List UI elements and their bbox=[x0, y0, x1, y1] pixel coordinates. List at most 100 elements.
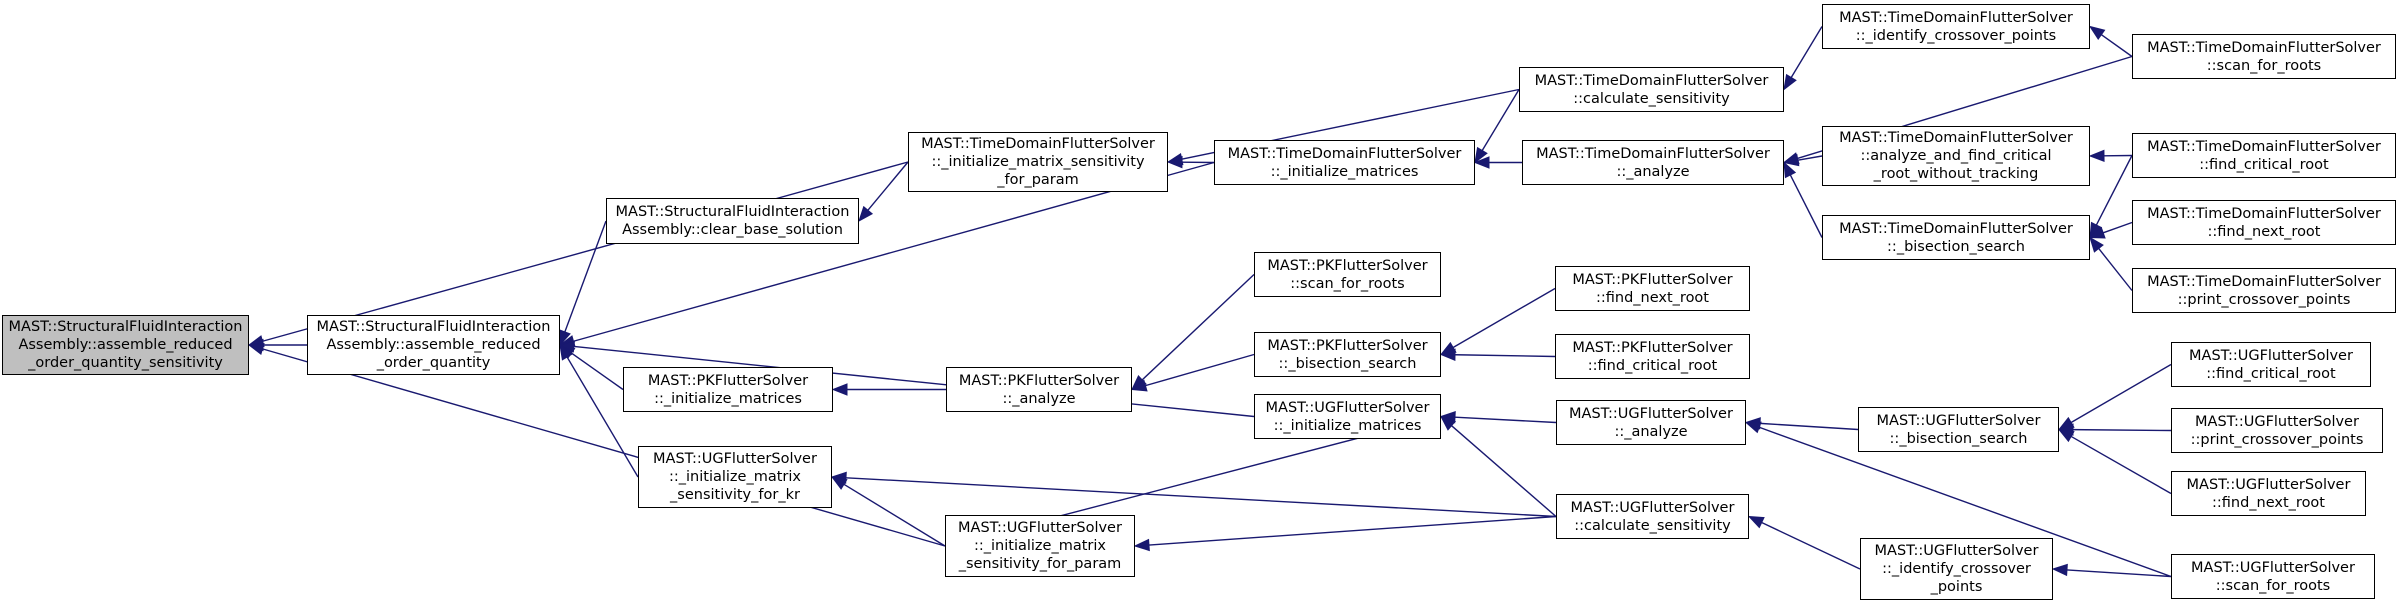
node-line: MAST::UGFlutterSolver bbox=[2195, 413, 2359, 430]
node-ug-scan-for-roots[interactable]: MAST::UGFlutterSolver ::scan_for_roots bbox=[2171, 554, 2375, 599]
node-pk-bisection-search[interactable]: MAST::PKFlutterSolver ::_bisection_searc… bbox=[1254, 332, 1441, 377]
node-line: _sensitivity_for_param bbox=[958, 556, 1122, 572]
node-line: MAST::PKFlutterSolver bbox=[958, 372, 1120, 389]
node-time-domain-initialize-matrix-sensitivity-for-param[interactable]: MAST::TimeDomainFlutterSolver ::_initial… bbox=[908, 132, 1168, 192]
node-pk-initialize-matrices[interactable]: MAST::PKFlutterSolver ::_initialize_matr… bbox=[623, 367, 833, 412]
node-line: MAST::TimeDomainFlutterSolver bbox=[2147, 39, 2381, 56]
arrowhead-ug_fnr-to-ug_bs bbox=[2057, 428, 2075, 443]
arrowhead-ug_im-to-sfi_arq bbox=[558, 340, 576, 353]
node-time-domain-analyze[interactable]: MAST::TimeDomainFlutterSolver ::_analyze bbox=[1522, 140, 1784, 185]
edge-ug_icp-to-ug_cs bbox=[1761, 521, 1861, 570]
edge-ug_im-to-sfi_arq bbox=[573, 345, 1255, 418]
node-time-domain-identify-crossover-points[interactable]: MAST::TimeDomainFlutterSolver ::_identif… bbox=[1822, 4, 2090, 49]
node-ug-calculate-sensitivity[interactable]: MAST::UGFlutterSolver ::calculate_sensit… bbox=[1556, 494, 1749, 539]
node-structural-fluid-clear-base-solution[interactable]: MAST::StructuralFluidInteraction Assembl… bbox=[606, 198, 859, 244]
node-pk-find-next-root[interactable]: MAST::PKFlutterSolver ::find_next_root bbox=[1555, 266, 1750, 311]
edge-td_fcr-to-td_bs bbox=[2095, 155, 2133, 226]
node-ug-identify-crossover-points[interactable]: MAST::UGFlutterSolver ::_identify_crosso… bbox=[1860, 538, 2053, 600]
edge-td_ims-to-sfi_cbs bbox=[867, 161, 909, 211]
node-line: ::_initialize_matrix bbox=[974, 538, 1106, 554]
node-line: ::print_crossover_points bbox=[2190, 431, 2364, 448]
arrowhead-td_an-to-td_im bbox=[1473, 156, 1490, 169]
arrowhead-td_bs-to-td_an bbox=[1783, 161, 1797, 179]
node-line: MAST::PKFlutterSolver bbox=[1267, 257, 1428, 274]
node-line: Assembly::assemble_reduced bbox=[326, 337, 541, 353]
node-time-domain-print-crossover-points[interactable]: MAST::TimeDomainFlutterSolver ::print_cr… bbox=[2132, 268, 2396, 313]
edge-td_fnr-to-td_bs bbox=[2102, 221, 2133, 234]
arrowhead-ug_sfr-to-ug_icp bbox=[2051, 563, 2068, 577]
edge-ug_imsp-to-root bbox=[262, 348, 946, 547]
arrowhead-ug_cs-to-ug_imsp bbox=[1133, 538, 1150, 552]
node-line: ::_analyze bbox=[1616, 163, 1690, 180]
node-line: MAST::UGFlutterSolver bbox=[653, 451, 817, 467]
edge-sfi_cbs-to-sfi_arq bbox=[564, 220, 607, 333]
node-line: ::scan_for_roots bbox=[2215, 577, 2331, 594]
node-line: ::calculate_sensitivity bbox=[1574, 517, 1731, 534]
node-line: ::_identify_crossover_points bbox=[1855, 27, 2057, 44]
node-time-domain-bisection-search[interactable]: MAST::TimeDomainFlutterSolver ::_bisecti… bbox=[1822, 215, 2090, 260]
node-line: ::scan_for_roots bbox=[1290, 275, 1405, 292]
node-line: ::_bisection_search bbox=[1887, 238, 2025, 255]
arrowhead-ug_imsp-to-ug_imskr bbox=[830, 476, 848, 490]
arrowhead-td_pcp-to-td_bs bbox=[2089, 236, 2104, 253]
edge-td_im-to-sfi_arq bbox=[573, 161, 1215, 342]
node-line: ::analyze_and_find_critical bbox=[1860, 148, 2052, 164]
node-line: ::find_critical_root bbox=[1587, 357, 1718, 374]
node-line: MAST::PKFlutterSolver bbox=[1572, 339, 1733, 356]
node-structural-fluid-assemble-reduced-order-quantity[interactable]: MAST::StructuralFluidInteraction Assembl… bbox=[307, 315, 560, 375]
node-line: ::find_critical_root bbox=[2206, 365, 2336, 382]
edge-td_cs-to-td_im bbox=[1481, 89, 1520, 151]
node-line: ::print_crossover_points bbox=[2177, 291, 2351, 308]
edge-ug_sfr-to-ug_an bbox=[1758, 426, 2172, 578]
node-line: ::_bisection_search bbox=[1278, 355, 1417, 372]
node-line: ::_bisection_search bbox=[1889, 430, 2028, 447]
node-pk-analyze[interactable]: MAST::PKFlutterSolver ::_analyze bbox=[946, 367, 1132, 412]
edge-ug_fcr-to-ug_bs bbox=[2070, 363, 2172, 424]
edge-ug_cs-to-ug_imsp bbox=[1148, 515, 1557, 546]
edge-ug_fnr-to-ug_bs bbox=[2070, 435, 2172, 495]
node-time-domain-find-critical-root[interactable]: MAST::TimeDomainFlutterSolver ::find_cri… bbox=[2132, 133, 2396, 178]
node-line: ::_identify_crossover bbox=[1882, 561, 2031, 577]
node-ug-initialize-matrix-sensitivity-for-param[interactable]: MAST::UGFlutterSolver ::_initialize_matr… bbox=[945, 515, 1135, 577]
node-line: _for_param bbox=[997, 172, 1079, 188]
node-ug-initialize-matrices[interactable]: MAST::UGFlutterSolver ::_initialize_matr… bbox=[1254, 394, 1441, 439]
edge-td_pcp-to-td_bs bbox=[2098, 248, 2133, 291]
arrowhead-td_afcr-to-td_an bbox=[1782, 153, 1800, 167]
node-line: MAST::UGFlutterSolver bbox=[1265, 399, 1430, 416]
node-line: ::_initialize_matrix bbox=[669, 469, 801, 485]
node-line: MAST::TimeDomainFlutterSolver bbox=[1839, 130, 2073, 146]
arrowhead-td_im-to-td_ims bbox=[1166, 155, 1183, 169]
arrowhead-ug_icp-to-ug_cs bbox=[1747, 515, 1765, 529]
node-time-domain-scan-for-roots[interactable]: MAST::TimeDomainFlutterSolver ::scan_for… bbox=[2132, 34, 2396, 79]
node-line: ::calculate_sensitivity bbox=[1573, 90, 1730, 107]
node-time-domain-find-next-root[interactable]: MAST::TimeDomainFlutterSolver ::find_nex… bbox=[2132, 200, 2396, 245]
node-time-domain-calculate-sensitivity[interactable]: MAST::TimeDomainFlutterSolver ::calculat… bbox=[1519, 67, 1784, 112]
node-line: MAST::TimeDomainFlutterSolver bbox=[1839, 220, 2073, 237]
node-ug-initialize-matrix-sensitivity-for-kr[interactable]: MAST::UGFlutterSolver ::_initialize_matr… bbox=[638, 446, 832, 508]
node-pk-scan-for-roots[interactable]: MAST::PKFlutterSolver ::scan_for_roots bbox=[1254, 252, 1441, 297]
arrowhead-td_icp-to-td_cs bbox=[1783, 73, 1797, 91]
arrowhead-pk_an-to-pk_im bbox=[831, 383, 848, 396]
node-time-domain-initialize-matrices[interactable]: MAST::TimeDomainFlutterSolver ::_initial… bbox=[1214, 140, 1475, 185]
node-line: MAST::TimeDomainFlutterSolver bbox=[1536, 145, 1770, 162]
arrowhead-ug_cs-to-ug_im bbox=[1439, 415, 1457, 431]
node-line: MAST::TimeDomainFlutterSolver bbox=[1534, 72, 1769, 89]
edge-ug_pcp-to-ug_bs bbox=[2072, 428, 2172, 432]
node-ug-analyze[interactable]: MAST::UGFlutterSolver ::_analyze bbox=[1556, 400, 1746, 445]
node-line: MAST::StructuralFluidInteraction bbox=[316, 319, 551, 335]
node-ug-bisection-search[interactable]: MAST::UGFlutterSolver ::_bisection_searc… bbox=[1858, 407, 2059, 452]
node-time-domain-analyze-and-find-critical-root[interactable]: MAST::TimeDomainFlutterSolver ::analyze_… bbox=[1822, 126, 2090, 186]
arrowhead-ug_imsp-to-root bbox=[247, 343, 265, 356]
arrowhead-td_fnr-to-td_bs bbox=[2088, 226, 2106, 239]
node-line: ::find_next_root bbox=[2207, 223, 2321, 240]
node-ug-find-next-root[interactable]: MAST::UGFlutterSolver ::find_next_root bbox=[2171, 471, 2366, 516]
node-line: MAST::TimeDomainFlutterSolver bbox=[1227, 145, 1462, 162]
edge-ug_cs-to-ug_im bbox=[1451, 425, 1557, 518]
node-line: ::_initialize_matrices bbox=[1273, 417, 1422, 434]
edge-ug_an-to-ug_im bbox=[1454, 416, 1557, 424]
node-pk-find-critical-root[interactable]: MAST::PKFlutterSolver ::find_critical_ro… bbox=[1555, 334, 1750, 379]
node-line: MAST::PKFlutterSolver bbox=[647, 372, 809, 389]
node-ug-print-crossover-points[interactable]: MAST::UGFlutterSolver ::print_crossover_… bbox=[2171, 408, 2383, 453]
node-ug-find-critical-root[interactable]: MAST::UGFlutterSolver ::find_critical_ro… bbox=[2171, 342, 2371, 387]
